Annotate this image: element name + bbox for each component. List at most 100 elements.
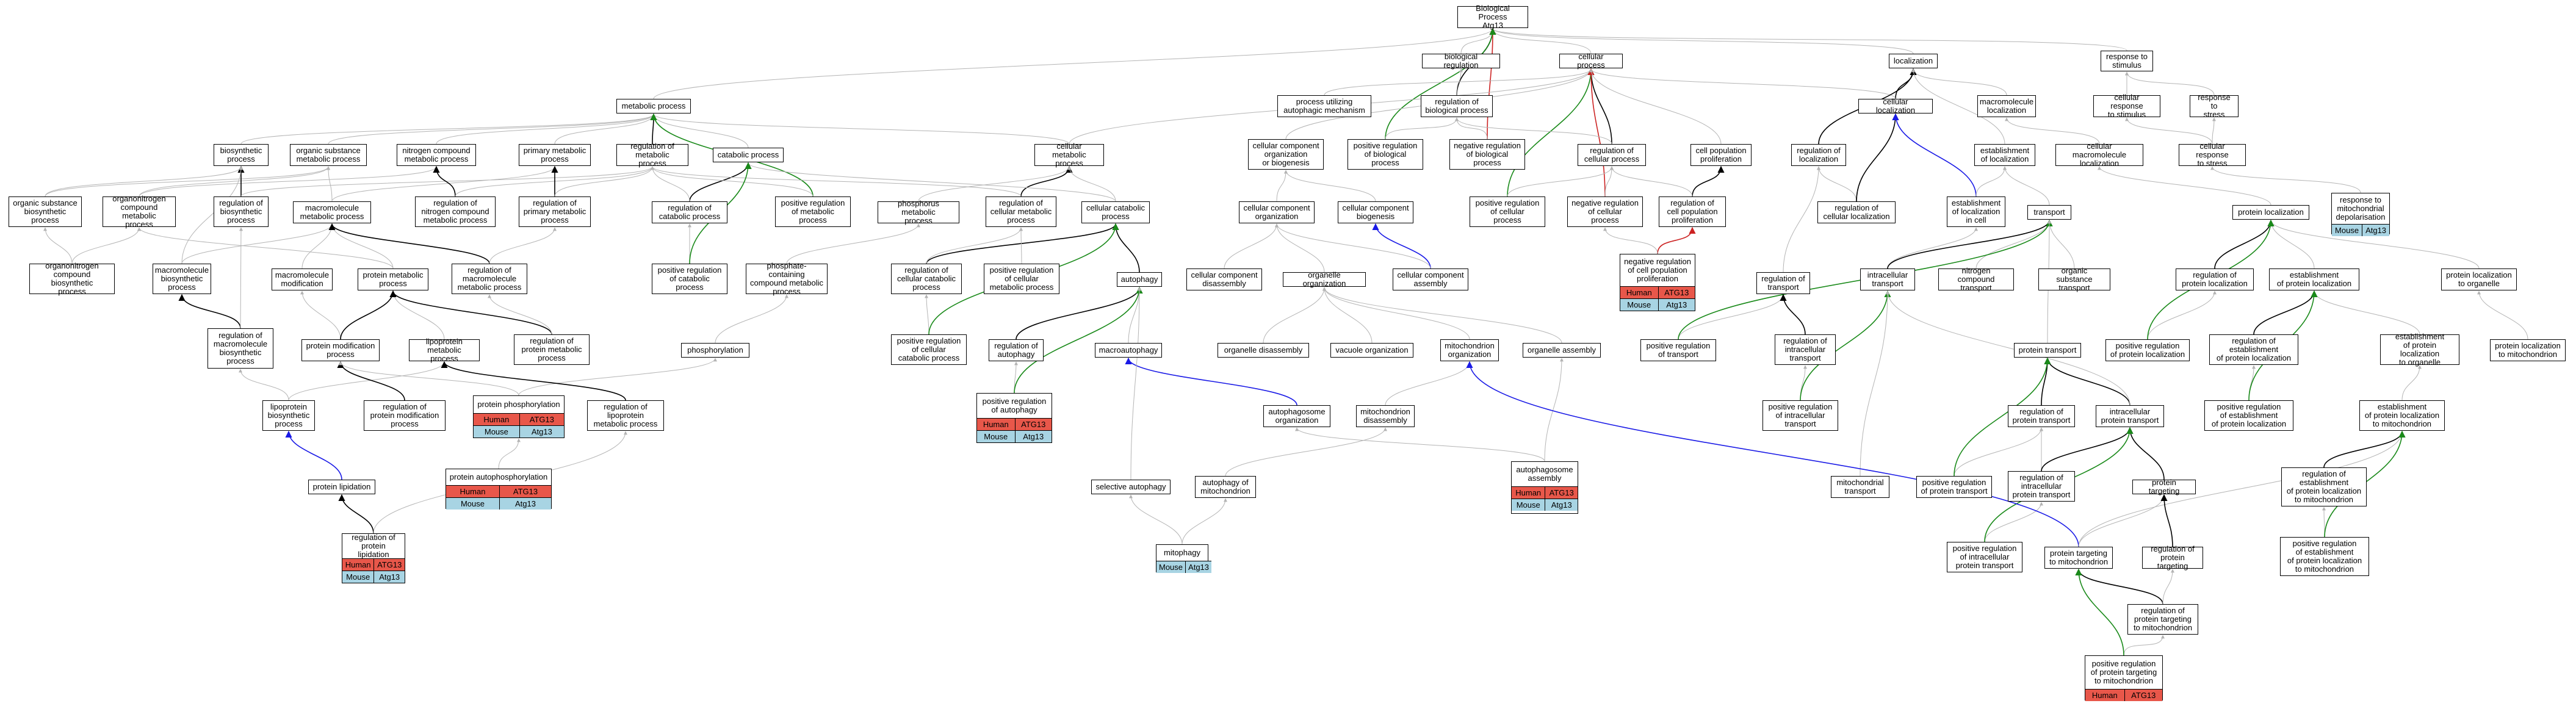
node-mito-org[interactable]: mitochondrion organization	[1440, 339, 1499, 361]
node-prot-targeting[interactable]: protein targeting	[2132, 478, 2196, 495]
node-reg-macro-bio[interactable]: regulation of macromolecule biosynthetic…	[207, 328, 273, 369]
node-reg-met[interactable]: regulation of metabolic process	[616, 142, 688, 168]
node-reg-loc[interactable]: regulation of localization	[1791, 144, 1846, 166]
node-mito-disasm[interactable]: mitochondrion disassembly	[1356, 405, 1415, 427]
node-neg-reg-bio[interactable]: negative regulation of biological proces…	[1449, 139, 1525, 170]
node-cell-met[interactable]: cellular metabolic process	[1034, 142, 1104, 168]
node-nitro-met[interactable]: nitrogen compound metabolic process	[397, 144, 476, 166]
node-macro-loc[interactable]: macromolecule localization	[1977, 95, 2036, 117]
node-reg-autophagy[interactable]: regulation of autophagy	[989, 339, 1044, 361]
node-lipoprot-met[interactable]: lipoprotein metabolic process	[409, 337, 480, 363]
node-intra-transport[interactable]: intracellular transport	[1860, 268, 1915, 290]
node-pos-reg-catab[interactable]: positive regulation of catabolic process	[652, 264, 727, 294]
node-localization[interactable]: localization	[1889, 54, 1938, 68]
node-macro-met[interactable]: macromolecule metabolic process	[293, 201, 371, 223]
node-intra-prot-transport[interactable]: intracellular protein transport	[2096, 405, 2164, 427]
node-prot-loc[interactable]: protein localization	[2232, 205, 2309, 220]
node-bp[interactable]: Biological Process Atg13	[1457, 4, 1528, 30]
node-organelle-org[interactable]: organelle organization	[1283, 271, 1366, 288]
node-pos-reg-estab-prot-loc[interactable]: positive regulation of establishment of …	[2204, 400, 2293, 431]
node-cell-resp-stress[interactable]: cellular response to stress	[2179, 142, 2246, 168]
node-reg-prot-transport[interactable]: regulation of protein transport	[2008, 405, 2075, 427]
node-pos-reg-prot-targeting-mito[interactable]: positive regulation of protein targeting…	[2085, 655, 2163, 701]
node-reg-prim[interactable]: regulation of primary metabolic process	[519, 196, 591, 227]
node-phosphorylation[interactable]: phosphorylation	[681, 343, 749, 358]
node-cellproc[interactable]: cellular process	[1559, 52, 1623, 70]
node-pos-reg-intra-prot-transport[interactable]: positive regulation of intracellular pro…	[1947, 542, 2022, 572]
node-pos-reg-intra-transport[interactable]: positive regulation of intracellular tra…	[1762, 400, 1838, 431]
node-org-sub-transport[interactable]: organic substance transport	[2038, 267, 2110, 292]
node-phosphate-met[interactable]: phosphate-containing compound metabolic …	[746, 262, 828, 296]
node-estab-loc-cell[interactable]: establishment of localization in cell	[1947, 196, 2005, 227]
node-reg-intra-transport[interactable]: regulation of intracellular transport	[1775, 334, 1836, 365]
node-reg-macro-met[interactable]: regulation of macromolecule metabolic pr…	[452, 264, 527, 294]
node-reg-cell-met[interactable]: regulation of cellular metabolic process	[986, 196, 1056, 227]
node-organonitro-met[interactable]: organonitrogen compound metabolic proces…	[103, 195, 176, 229]
node-pos-reg-cell[interactable]: positive regulation of cellular process	[1470, 196, 1545, 227]
node-phos-met[interactable]: phosphorus metabolic process	[878, 200, 959, 225]
node-reg-estab-prot-loc-mito[interactable]: regulation of establishment of protein l…	[2281, 467, 2367, 506]
node-nitro-transport[interactable]: nitrogen compound transport	[1938, 267, 2014, 292]
node-macro-mod[interactable]: macromolecule modification	[272, 268, 333, 290]
node-reg-bio[interactable]: regulation of biological process	[1421, 95, 1493, 117]
node-biosyn[interactable]: biosynthetic process	[214, 144, 269, 166]
node-cell-resp-stim[interactable]: cellular response to stimulus	[2093, 93, 2160, 119]
node-mito-transport[interactable]: mitochondrial transport	[1831, 476, 1889, 498]
node-resp-stress[interactable]: response to stress	[2190, 93, 2239, 119]
node-org-sub-bio[interactable]: organic substance biosynthetic process	[9, 196, 82, 227]
node-autophagy-mito[interactable]: autophagy of mitochondrion	[1195, 476, 1256, 498]
node-pos-reg-cell-met[interactable]: positive regulation of cellular metaboli…	[984, 264, 1059, 294]
node-cell-pop[interactable]: cell population proliferation	[1690, 144, 1752, 166]
node-prot-mod[interactable]: protein modification process	[301, 339, 380, 361]
node-reg-prot-mod[interactable]: regulation of protein modification proce…	[364, 400, 446, 431]
node-cco[interactable]: cellular component organization or bioge…	[1248, 139, 1324, 170]
node-neg-reg-cell-pop[interactable]: negative regulation of cell population p…	[1620, 254, 1695, 311]
node-prot-loc-mito[interactable]: protein localization to mitochondrion	[2490, 339, 2566, 361]
node-vacuole-org[interactable]: vacuole organization	[1330, 343, 1413, 358]
node-estab-prot-loc[interactable]: establishment of protein localization	[2269, 268, 2359, 290]
node-reg-transport[interactable]: regulation of transport	[1756, 272, 1810, 294]
node-reg-cell-pop[interactable]: regulation of cell population proliferat…	[1659, 196, 1726, 227]
node-cell-macro-loc[interactable]: cellular macromolecule localization	[2055, 142, 2143, 168]
node-bioreg[interactable]: biological regulation	[1422, 52, 1500, 70]
node-estab-prot-loc-organelle[interactable]: establishment of protein localization to…	[2380, 333, 2459, 367]
node-lipoprot-bio[interactable]: lipoprotein biosynthetic process	[262, 400, 315, 431]
node-resp-stim[interactable]: response to stimulus	[2101, 51, 2153, 71]
node-resp-mito-depol[interactable]: response to mitochondrial depolarisation…	[2331, 193, 2390, 236]
node-catab[interactable]: catabolic process	[713, 148, 784, 162]
node-organelle-disasm[interactable]: organelle disassembly	[1218, 343, 1309, 358]
node-pos-reg-cell-catab[interactable]: positive regulation of cellular cataboli…	[891, 334, 967, 365]
node-cc-asm[interactable]: cellular component assembly	[1393, 268, 1468, 290]
node-metab[interactable]: metabolic process	[616, 99, 691, 113]
node-neg-reg-cell[interactable]: negative regulation of cellular process	[1567, 196, 1643, 227]
node-pos-reg-prot-transport[interactable]: positive regulation of protein transport	[1916, 476, 1992, 498]
node-macroautophagy[interactable]: macroautophagy	[1095, 343, 1162, 358]
node-cell-catab[interactable]: cellular catabolic process	[1081, 201, 1150, 223]
node-reg-prot-met[interactable]: regulation of protein metabolic process	[514, 334, 590, 365]
node-reg-estab-prot-loc[interactable]: regulation of establishment of protein l…	[2209, 334, 2298, 365]
node-reg-cell[interactable]: regulation of cellular process	[1578, 144, 1646, 166]
node-reg-prot-targeting[interactable]: regulation of protein targeting	[2142, 545, 2203, 571]
node-organelle-asm[interactable]: organelle assembly	[1523, 343, 1601, 358]
node-pos-reg-estab-prot-loc-mito[interactable]: positive regulation of establishment of …	[2280, 537, 2369, 576]
node-cell-loc[interactable]: cellular localization	[1858, 98, 1933, 115]
node-reg-cell-loc[interactable]: regulation of cellular localization	[1817, 201, 1896, 223]
node-reg-prot-loc[interactable]: regulation of protein localization	[2176, 268, 2254, 290]
node-reg-biosyn[interactable]: regulation of biosynthetic process	[214, 196, 269, 227]
node-reg-prot-targeting-mito[interactable]: regulation of protein targeting to mitoc…	[2127, 604, 2198, 635]
node-prot-met[interactable]: protein metabolic process	[358, 268, 428, 290]
node-estab-loc[interactable]: establishment of localization	[1974, 144, 2035, 166]
node-cc-biogen[interactable]: cellular component biogenesis	[1338, 201, 1413, 223]
node-prot-lipidation[interactable]: protein lipidation	[308, 480, 375, 494]
node-prim-met[interactable]: primary metabolic process	[519, 144, 591, 166]
node-selective-autophagy[interactable]: selective autophagy	[1091, 480, 1171, 494]
node-pos-reg-transport[interactable]: positive regulation of transport	[1640, 339, 1716, 361]
node-reg-catab[interactable]: regulation of catabolic process	[652, 201, 727, 223]
node-organonitro-bio[interactable]: organonitrogen compound biosynthetic pro…	[29, 262, 115, 296]
node-cc-org[interactable]: cellular component organization	[1239, 201, 1315, 223]
